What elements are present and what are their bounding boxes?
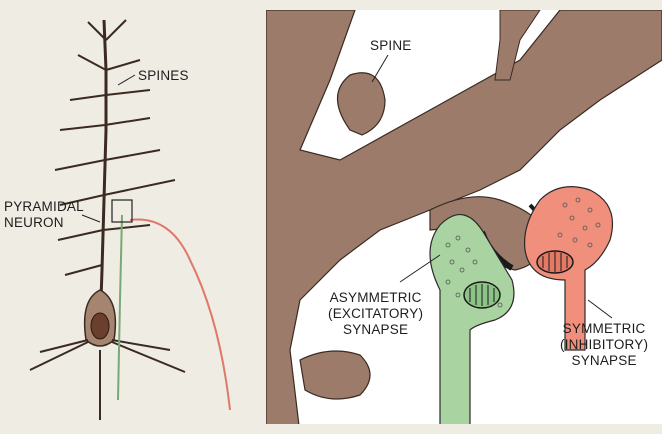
spines-pointer (117, 74, 136, 86)
spine-head (337, 72, 386, 136)
spine-label: SPINE (370, 38, 412, 53)
excitatory-axon (117, 214, 123, 401)
upper-branch (494, 10, 541, 81)
excitatory-vesicles (445, 235, 503, 308)
apical-dendrite (98, 19, 108, 331)
dendrite-branches (54, 19, 176, 276)
inhibitory-vesicles (557, 197, 601, 248)
pyramidal-neuron-illustration (29, 19, 231, 420)
pyramidal-neuron-label: PYRAMIDAL NEURON (4, 199, 84, 230)
spines-label: SPINES (138, 68, 189, 83)
excitatory-terminal (429, 214, 515, 424)
excitatory-mito-cristae (469, 284, 495, 306)
lower-spine (299, 350, 371, 400)
symmetric-pointer (587, 299, 613, 319)
symmetric-synapse-label: SYMMETRIC (INHIBITORY) SYNAPSE (560, 321, 649, 368)
inhibitory-axon (129, 218, 231, 411)
spine-pointer (371, 54, 389, 83)
magnified-region-box (111, 199, 133, 223)
magnified-panel (266, 10, 662, 424)
asymmetric-synapse-label: ASYMMETRIC (EXCITATORY) SYNAPSE (328, 290, 424, 337)
neuron-nucleus (90, 312, 110, 340)
basal-dendrites (29, 339, 186, 420)
pyramidal-pointer (81, 214, 101, 223)
inhibitory-mito-cristae (542, 252, 568, 272)
dendrite-shaft (266, 10, 662, 424)
asymmetric-pointer (399, 254, 441, 283)
